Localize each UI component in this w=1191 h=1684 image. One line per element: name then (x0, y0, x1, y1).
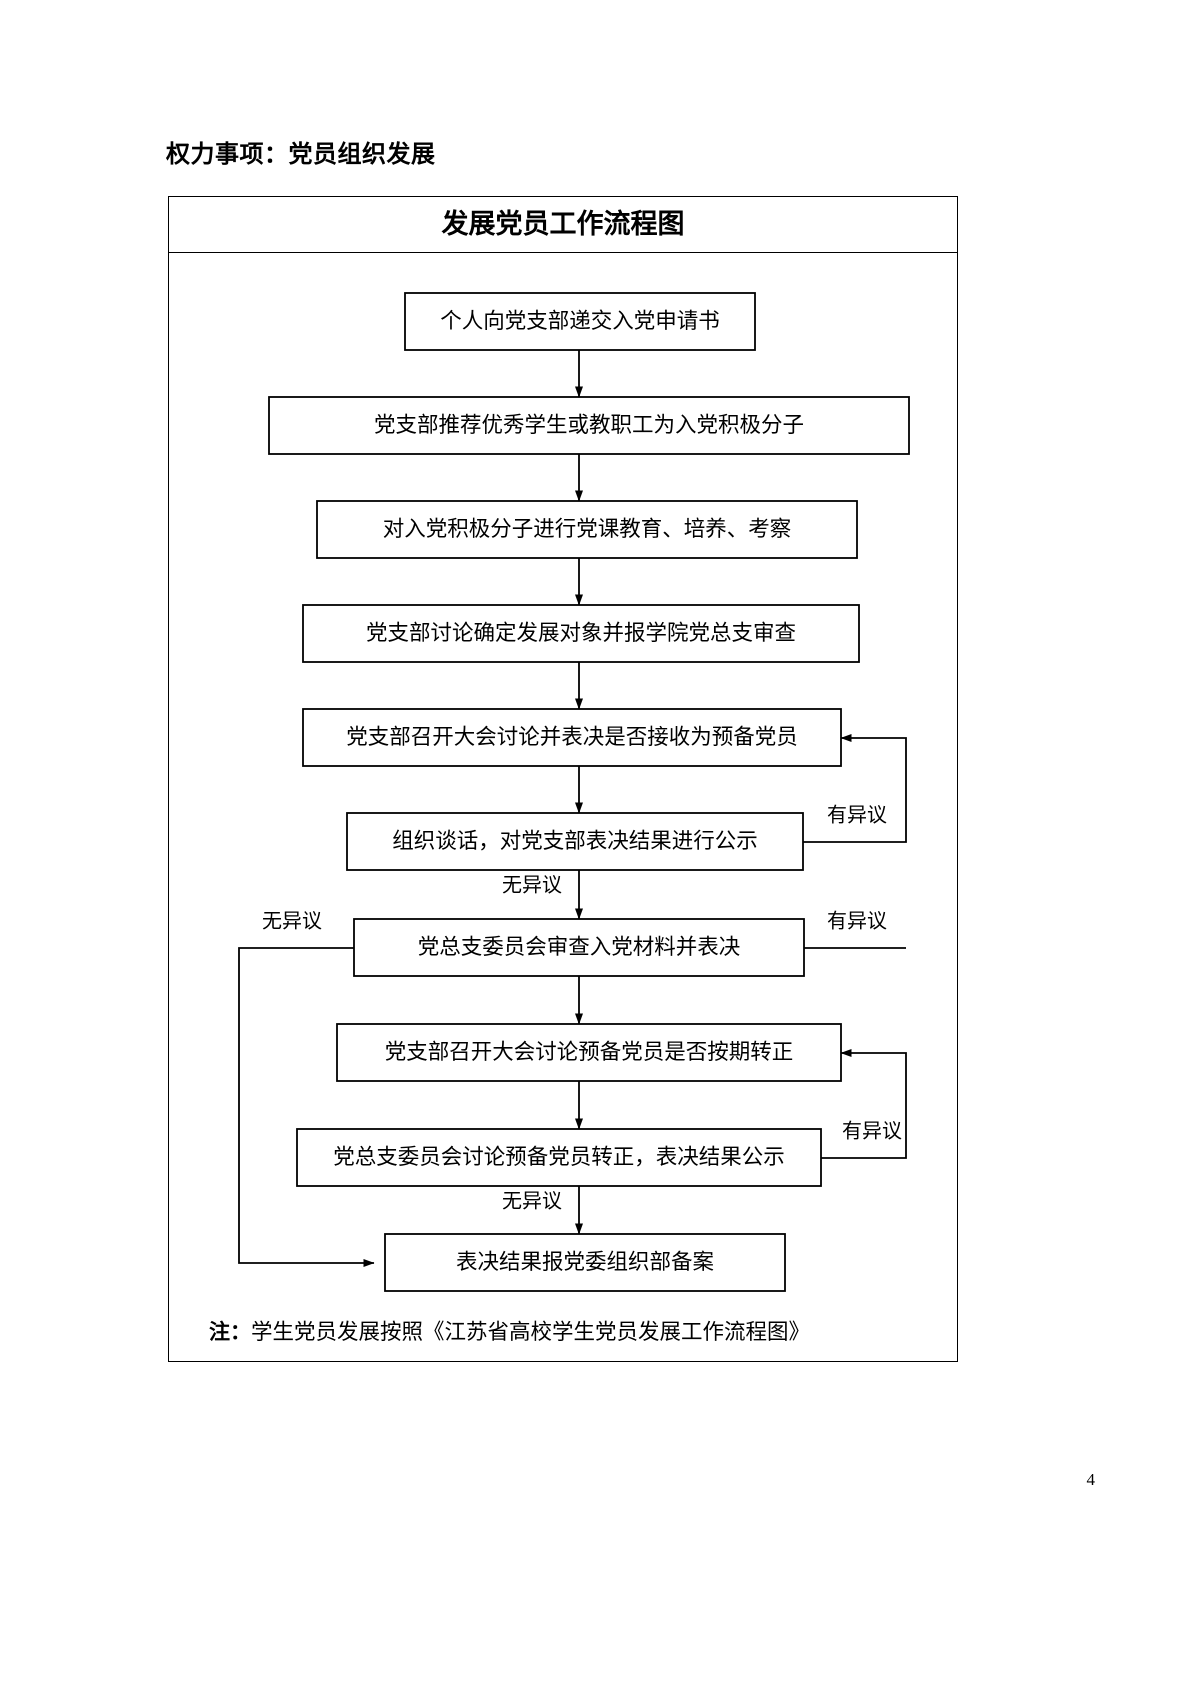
flow-node-n7-label: 党总支委员会审查入党材料并表决 (418, 935, 741, 959)
flow-node-n8-label: 党支部召开大会讨论预备党员是否按期转正 (385, 1040, 794, 1064)
edge-label-n9-objection: 有异议 (842, 1120, 902, 1143)
flow-node-n10: 表决结果报党委组织部备案 (384, 1233, 786, 1292)
flow-node-n5: 党支部召开大会讨论并表决是否接收为预备党员 (302, 708, 842, 767)
flow-node-n5-label: 党支部召开大会讨论并表决是否接收为预备党员 (346, 725, 798, 749)
edge-n9-objection-to-n8 (821, 1049, 907, 1159)
edge-label-n7-objection: 有异议 (827, 910, 887, 933)
footnote-label: 注： (209, 1320, 251, 1344)
edge-label-n6-objection: 有异议 (827, 804, 887, 827)
flow-node-n6: 组织谈话，对党支部表决结果进行公示 (346, 812, 804, 871)
flow-node-n1: 个人向党支部递交入党申请书 (404, 292, 756, 351)
edge-n6-objection-to-n5 (803, 734, 907, 843)
flow-node-n4-label: 党支部讨论确定发展对象并报学院党总支审查 (366, 621, 796, 645)
flowchart-canvas: 个人向党支部递交入党申请书 党支部推荐优秀学生或教职工为入党积极分子 对入党积极… (238, 292, 910, 1292)
flow-node-n2-label: 党支部推荐优秀学生或教职工为入党积极分子 (374, 413, 804, 437)
edge-label-n7-no-objection: 无异议 (262, 910, 322, 933)
flowchart-footnote: 注：学生党员发展按照《江苏省高校学生党员发展工作流程图》 (209, 1315, 810, 1346)
edge-label-n9-no-objection: 无异议 (502, 1190, 562, 1213)
flow-node-n9-label: 党总支委员会讨论预备党员转正，表决结果公示 (333, 1145, 785, 1169)
footnote-text: 学生党员发展按照《江苏省高校学生党员发展工作流程图》 (251, 1320, 811, 1344)
flow-node-n3: 对入党积极分子进行党课教育、培养、考察 (316, 500, 858, 559)
flow-node-n8: 党支部召开大会讨论预备党员是否按期转正 (336, 1023, 842, 1082)
page-number: 4 (1086, 1470, 1096, 1489)
flow-node-n10-label: 表决结果报党委组织部备案 (456, 1250, 714, 1274)
flowchart-title: 发展党员工作流程图 (169, 197, 957, 253)
flow-node-n7: 党总支委员会审查入党材料并表决 (353, 918, 805, 977)
page-title: 权力事项：党员组织发展 (166, 140, 436, 168)
edge-label-n6-no-objection: 无异议 (502, 874, 562, 897)
edge-n7-no-objection-to-n10 (238, 947, 375, 1267)
flowchart-frame: 发展党员工作流程图 (168, 196, 958, 1362)
flow-node-n9: 党总支委员会讨论预备党员转正，表决结果公示 (296, 1128, 822, 1187)
flow-node-n3-label: 对入党积极分子进行党课教育、培养、考察 (383, 517, 792, 541)
flow-node-n2: 党支部推荐优秀学生或教职工为入党积极分子 (268, 396, 910, 455)
flow-node-n6-label: 组织谈话，对党支部表决结果进行公示 (392, 829, 758, 853)
flow-node-n4: 党支部讨论确定发展对象并报学院党总支审查 (302, 604, 860, 663)
flow-node-n1-label: 个人向党支部递交入党申请书 (440, 309, 720, 333)
